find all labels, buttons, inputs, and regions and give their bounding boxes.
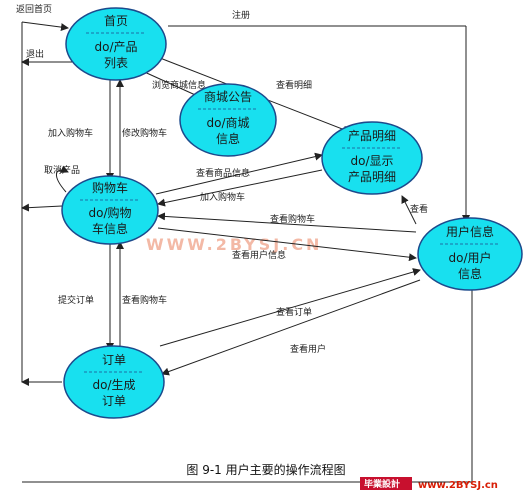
node-notice-title: 商城公告 (204, 89, 252, 104)
node-user-body-1: do/用户 (448, 250, 491, 265)
node-order-body-2: 订单 (102, 394, 126, 408)
label-view-cart-2: 查看购物车 (122, 294, 167, 306)
label-view-detail: 查看明细 (276, 79, 312, 91)
node-cart-body-2: 车信息 (92, 221, 128, 236)
label-view-user-info: 查看用户信息 (232, 249, 286, 261)
node-cart-title: 购物车 (92, 180, 128, 195)
label-cancel-product: 取消产品 (44, 164, 80, 176)
node-detail: 产品明细 do/显示 产品明细 (321, 121, 423, 195)
label-view-order: 查看订单 (276, 306, 312, 318)
edge-view-order (159, 268, 421, 347)
edge-browse-notice (139, 69, 203, 99)
label-view: 查看 (410, 203, 428, 215)
node-home-body-1: do/产品 (94, 40, 137, 54)
edge-view-user (161, 279, 421, 376)
label-submit-order: 提交订单 (58, 294, 94, 306)
node-user-body-2: 信息 (458, 266, 482, 281)
label-view-product-info: 查看商品信息 (196, 167, 250, 179)
node-home: 首页 do/产品 列表 (65, 7, 167, 81)
label-logout: 退出 (26, 48, 44, 60)
edge-view (401, 195, 417, 225)
node-detail-body-1: do/显示 (350, 154, 393, 168)
label-view-user: 查看用户 (290, 343, 326, 355)
node-home-title: 首页 (104, 14, 128, 28)
label-back-home: 返回首页 (16, 3, 52, 15)
node-notice: 商城公告 do/商城 信息 (179, 83, 277, 157)
edge-view-product-info (155, 152, 323, 195)
label-add-to-cart: 加入购物车 (200, 191, 245, 203)
node-cart: 购物车 do/购物 车信息 (61, 175, 159, 245)
node-notice-body-1: do/商城 (206, 115, 249, 130)
edge-view-cart (157, 212, 417, 233)
node-detail-title: 产品明细 (348, 129, 396, 143)
label-browse-notice: 浏览商城信息 (152, 79, 206, 91)
label-view-cart: 查看购物车 (270, 213, 315, 225)
edge-cancel-product (56, 165, 69, 193)
edge-add-to-cart (157, 169, 323, 207)
label-register: 注册 (232, 9, 250, 21)
node-notice-body-2: 信息 (216, 131, 240, 146)
label-modify-cart: 修改购物车 (122, 127, 167, 139)
brand-name: 毕業設計 (364, 478, 400, 490)
node-cart-body-1: do/购物 (88, 205, 131, 220)
edge-register (168, 25, 470, 223)
node-order-title: 订单 (102, 353, 126, 367)
label-add-cart: 加入购物车 (48, 127, 93, 139)
edge-back-home (21, 21, 69, 32)
brand-url: www.2BYSJ.cn (418, 480, 498, 491)
edge-view-user-info (157, 227, 417, 262)
node-order: 订单 do/生成 订单 (63, 345, 165, 419)
node-user-title: 用户信息 (446, 224, 494, 239)
watermark: WWW.2BYSJ.CN (146, 235, 322, 254)
node-detail-body-2: 产品明细 (348, 170, 396, 184)
node-home-body-2: 列表 (104, 56, 128, 70)
brand-logo: 毕業設計 www.2BYSJ.cn (360, 477, 498, 491)
node-order-body-1: do/生成 (92, 378, 135, 392)
edge-cart-left (21, 203, 63, 212)
node-user: 用户信息 do/用户 信息 (417, 217, 523, 291)
figure-caption: 图 9-1 用户主要的操作流程图 (186, 462, 345, 477)
